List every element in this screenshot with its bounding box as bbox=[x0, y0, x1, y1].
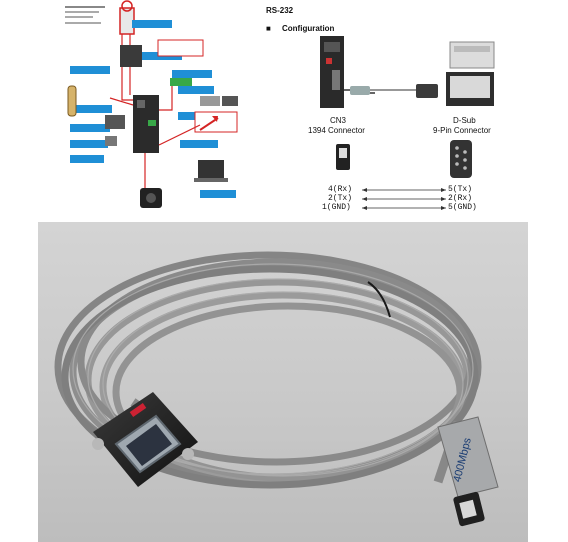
ieee1394-plug-icon bbox=[437, 416, 499, 527]
dsub-label: D-Sub bbox=[453, 116, 476, 125]
dsub-9pin-connector-icon bbox=[450, 140, 472, 178]
rs232-title: RS-232 bbox=[266, 6, 294, 15]
rs232-wiring-graphic bbox=[320, 36, 495, 210]
configuration-label: Configuration bbox=[282, 24, 335, 33]
coiled-cable-graphic bbox=[54, 251, 499, 527]
wiring-diagram-graphic bbox=[65, 0, 238, 208]
pin-left-2: 2(Tx) bbox=[328, 194, 353, 203]
cn3-sublabel: 1394 Connector bbox=[308, 126, 365, 135]
bullet-icon: ■ bbox=[266, 24, 271, 33]
servo-drive-icon bbox=[320, 36, 344, 108]
pin-left-1: 4(Rx) bbox=[328, 185, 353, 194]
pin-right-3: 5(GND) bbox=[448, 203, 477, 212]
pin-left-3: 1(GND) bbox=[322, 203, 351, 212]
system-wiring-diagram bbox=[60, 0, 245, 215]
cable-photo: 400Mbps bbox=[38, 222, 528, 542]
cn3-label: CN3 bbox=[330, 116, 347, 125]
pin-right-2: 2(Rx) bbox=[448, 194, 473, 203]
cn3-1394-connector-icon bbox=[336, 144, 350, 170]
hmi-panel-icon bbox=[446, 72, 494, 106]
db9-plug-icon bbox=[92, 392, 198, 487]
rs232-configuration-panel: RS-232 ■ Configuration bbox=[250, 0, 568, 215]
pin-right-1: 5(Tx) bbox=[448, 185, 473, 194]
dsub-sublabel: 9-Pin Connector bbox=[433, 126, 491, 135]
plc-icon bbox=[449, 41, 495, 69]
